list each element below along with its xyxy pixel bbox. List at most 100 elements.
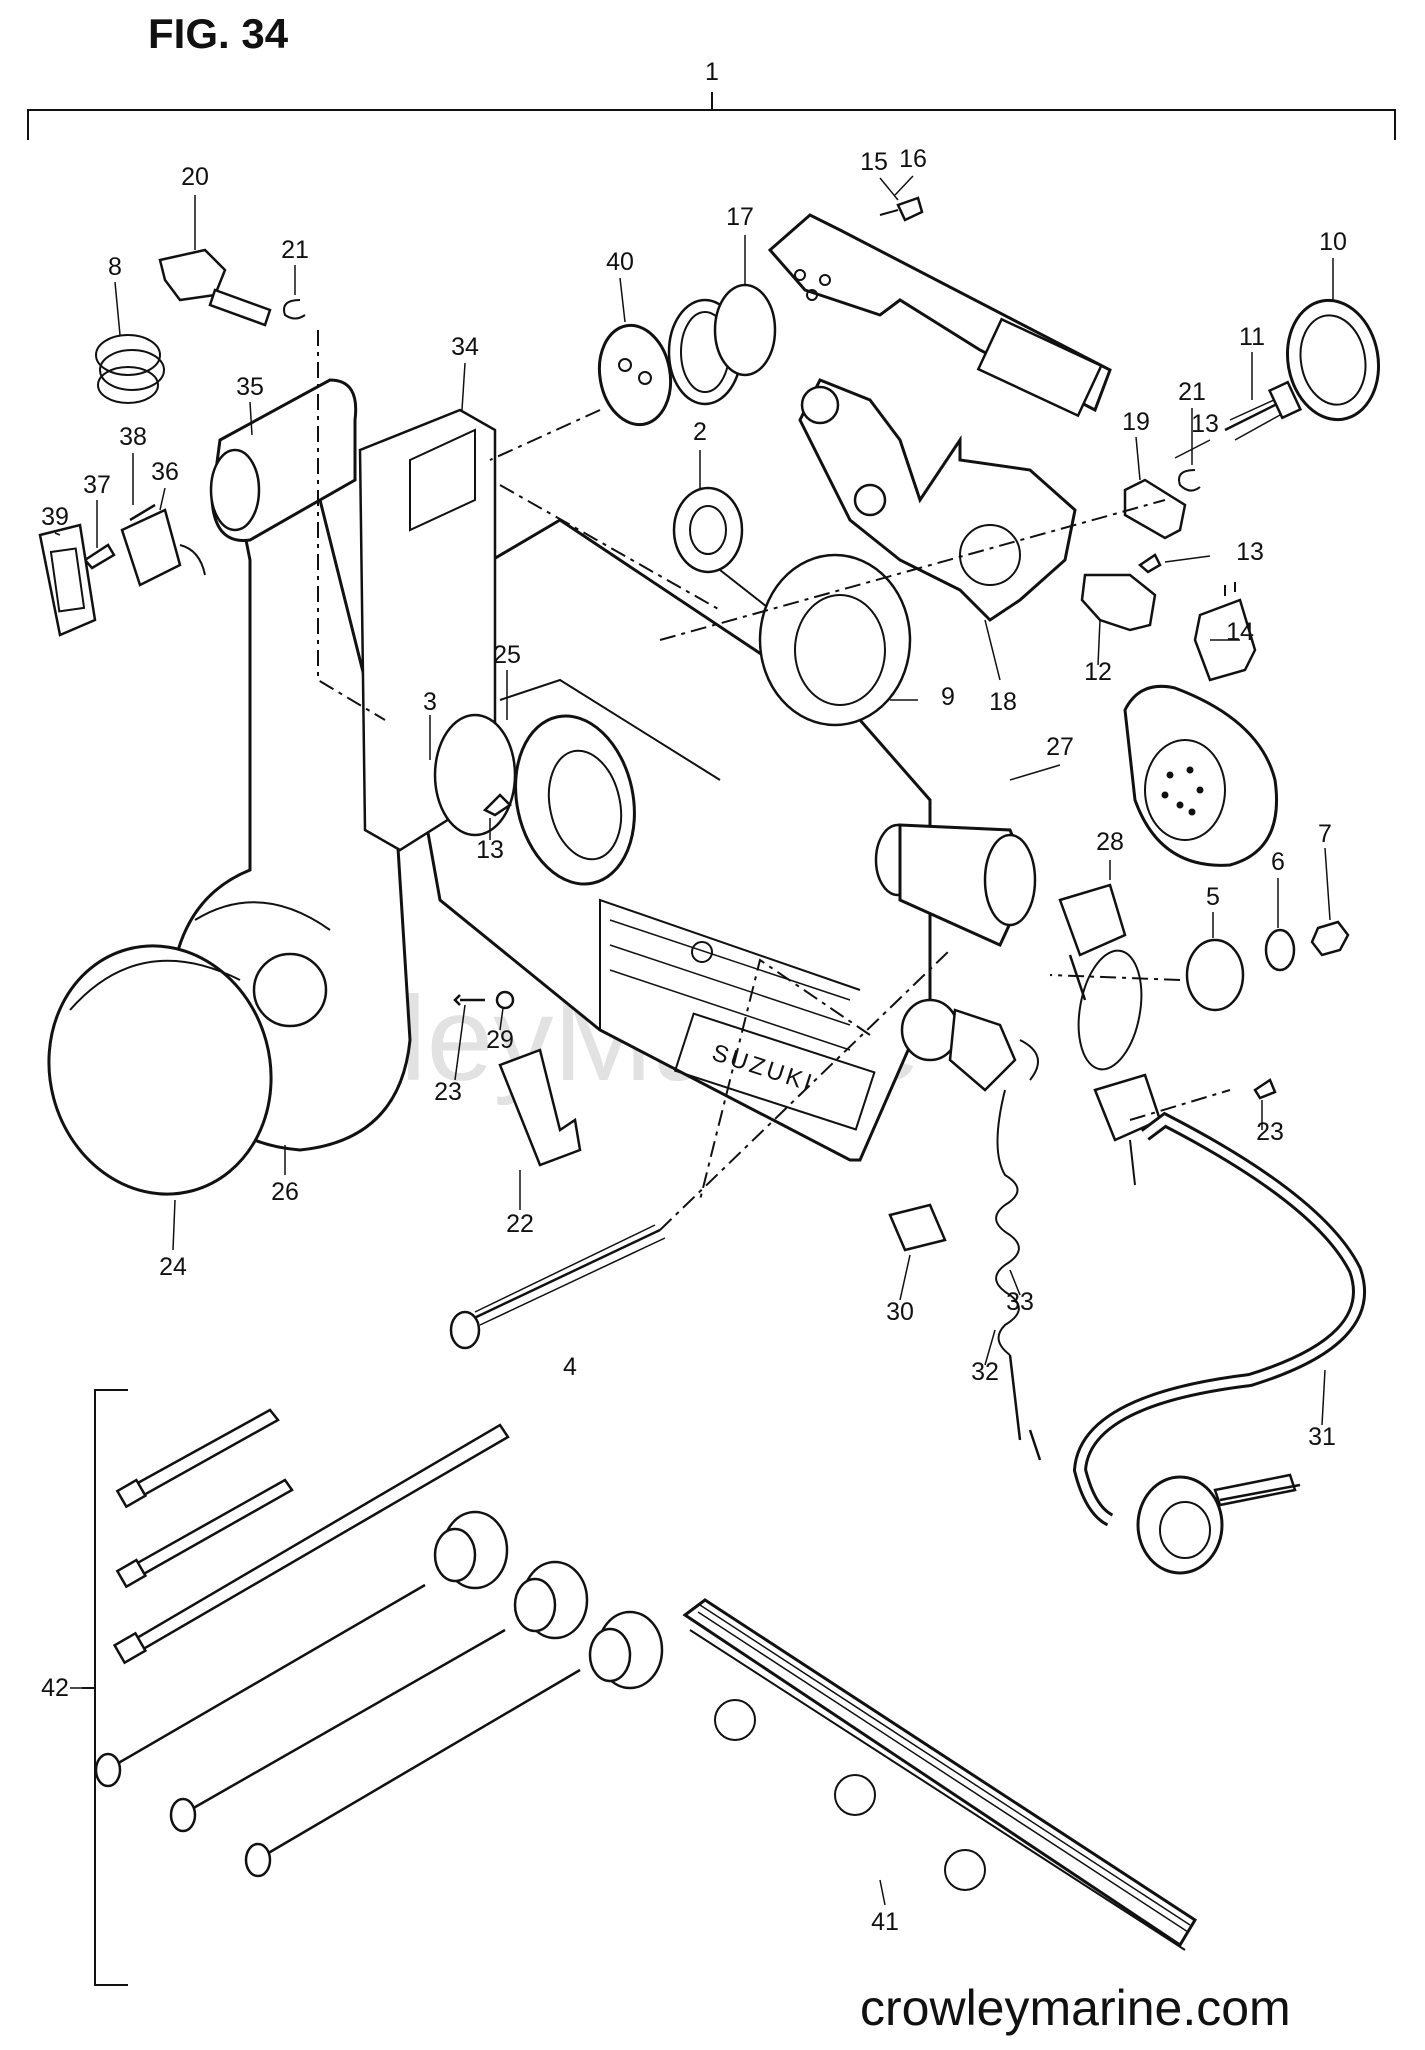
callout-25: 25 [493, 641, 521, 669]
cable-tie-short-2 [115, 1478, 294, 1589]
assembly-lines [317, 330, 1231, 1231]
leader-line-7 [1324, 847, 1331, 921]
callout-1: 1 [705, 58, 719, 86]
ignition-switch-27 [874, 823, 1037, 947]
callout-35: 35 [236, 373, 264, 401]
leader-line-35 [249, 401, 253, 436]
washer-29 [495, 990, 515, 1010]
nut-7 [1310, 920, 1350, 957]
callout-37: 37 [83, 471, 111, 499]
leader-line-23 [454, 1004, 466, 1081]
cable-tie-short-1 [115, 1408, 280, 1509]
leader-lines [54, 92, 1334, 1906]
callout-3: 3 [423, 688, 437, 716]
cam-bracket-18 [798, 378, 1077, 622]
callout-41: 41 [871, 1908, 899, 1936]
callout-32: 32 [971, 1358, 999, 1386]
ring-17 [667, 283, 777, 406]
callout-29: 29 [486, 1026, 514, 1054]
callout-30: 30 [886, 1298, 914, 1326]
keys-28 [1058, 883, 1162, 1186]
callout-13: 13 [1191, 410, 1219, 438]
trim-plate-42 [682, 1598, 1198, 1951]
screw-23-right [1253, 1078, 1277, 1100]
callout-16: 16 [899, 145, 927, 173]
clip-30 [888, 1203, 947, 1252]
leader-line-41 [879, 1879, 886, 1906]
screw-13-right [1137, 553, 1162, 574]
long-bolt-4 [449, 1224, 666, 1350]
callout-17: 17 [726, 203, 754, 231]
clip-19 [1123, 478, 1187, 540]
screw-16 [879, 196, 924, 222]
kit-bolt-3 [244, 1668, 581, 1878]
leader-line-33 [1009, 1269, 1021, 1296]
callout-13: 13 [476, 836, 504, 864]
spacer-kit-3 [588, 1610, 664, 1690]
callout-42: 42 [41, 1674, 69, 1702]
kit-bracket [82, 1389, 128, 1986]
site-footer: crowleymarine.com [860, 1980, 1291, 2036]
kit-bolt-1 [94, 1583, 426, 1788]
cam-plate-9 [758, 553, 912, 727]
shift-lever-15 [767, 213, 1112, 418]
screw-23-left [453, 994, 485, 1006]
screw-38 [83, 543, 116, 570]
callout-43: 43 [0, 0, 14, 6]
kit-bolt-2 [169, 1628, 506, 1833]
callout-11: 11 [1239, 323, 1265, 351]
callout-21: 21 [1178, 378, 1206, 406]
callout-18: 18 [989, 688, 1017, 716]
callout-24: 24 [159, 1253, 187, 1281]
pin-20 [158, 248, 272, 327]
plate-41 [597, 323, 673, 427]
screw-13-mid [482, 793, 512, 817]
leader-line-18 [984, 619, 1001, 681]
callout-40: 40 [606, 248, 634, 276]
gear-assembly [433, 713, 636, 886]
callout-26: 26 [271, 1178, 299, 1206]
callout-19: 19 [1122, 408, 1150, 436]
cover-31 [1123, 684, 1278, 867]
leader-line-8 [114, 281, 121, 336]
leader-line-24 [172, 1199, 176, 1251]
callout-21: 21 [281, 236, 309, 264]
washer-2 [672, 486, 744, 574]
callout-33: 33 [1006, 1288, 1034, 1316]
lever-cover-disc [47, 944, 273, 1196]
shift-arm-12 [1080, 573, 1157, 632]
callout-5: 5 [1206, 883, 1220, 911]
callout-9: 9 [941, 683, 955, 711]
leader-line-32 [984, 1329, 996, 1366]
leader-line-29 [499, 1007, 504, 1031]
spacer-5 [1185, 938, 1245, 1012]
callout-34: 34 [451, 333, 479, 361]
callout-23: 23 [1256, 1118, 1284, 1146]
callout-22: 22 [506, 1210, 534, 1238]
washer-6 [1264, 928, 1296, 972]
lanyard-coil [995, 1089, 1042, 1461]
callout-38: 38 [119, 423, 147, 451]
callout-6: 6 [1271, 848, 1285, 876]
leader-line-31 [1321, 1369, 1326, 1426]
callout-7: 7 [1318, 820, 1332, 848]
ring-10 [1285, 298, 1381, 422]
wire-harness-32 [1072, 1111, 1366, 1575]
callout-39: 39 [41, 503, 69, 531]
leader-line-39 [54, 532, 61, 536]
leader-line-34 [461, 362, 466, 411]
callout-8: 8 [108, 253, 122, 281]
leader-line-30 [899, 1254, 911, 1301]
callout-36: 36 [151, 458, 179, 486]
stop-switch-34 [900, 998, 1039, 1092]
callout-28: 28 [1096, 828, 1124, 856]
callout-14: 14 [1226, 618, 1254, 646]
callout-10: 10 [1319, 228, 1347, 256]
lever-handle [209, 378, 358, 542]
callout-23: 23 [434, 1078, 462, 1106]
clip-22 [498, 1048, 582, 1167]
leader-line-27 [1009, 764, 1061, 781]
switch-37 [120, 508, 206, 587]
